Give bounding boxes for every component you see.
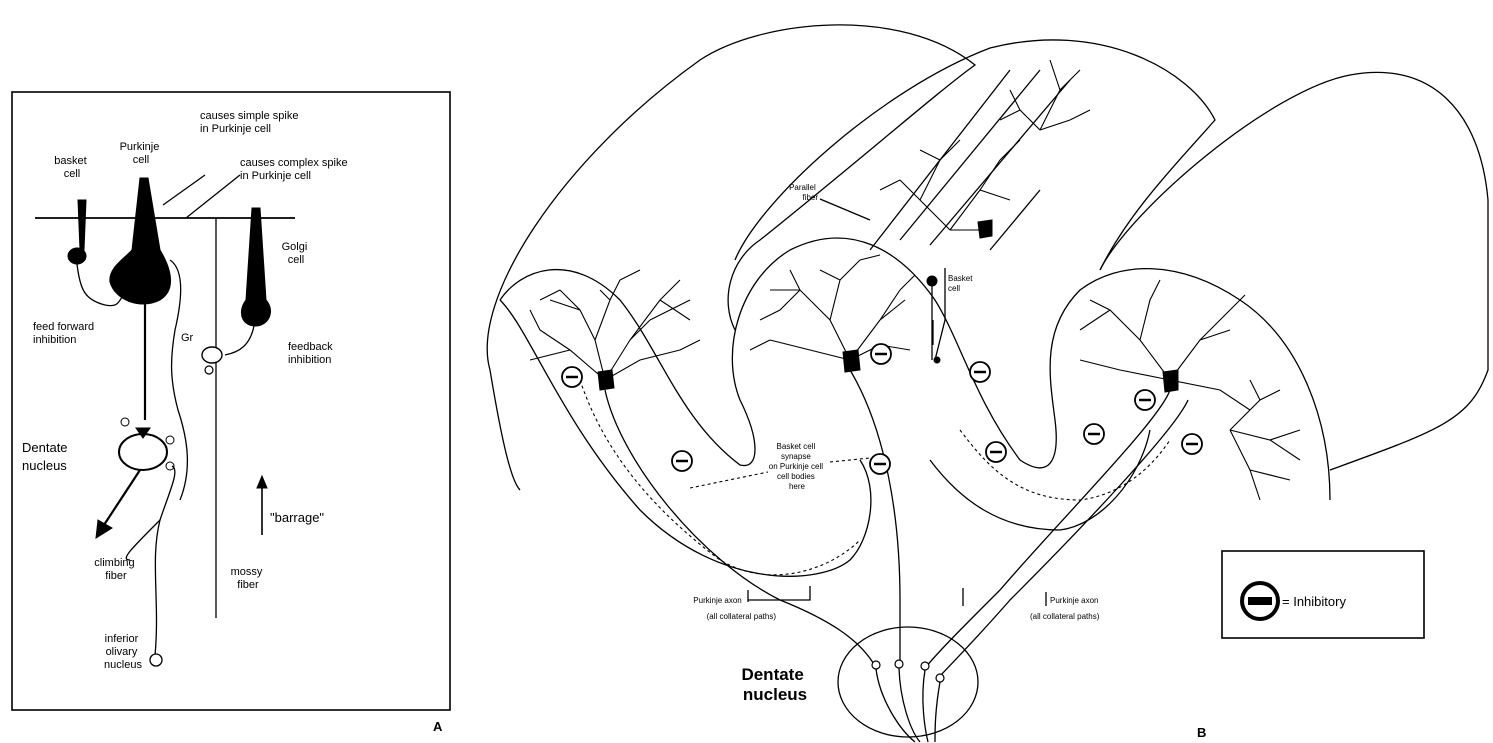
label-basket-synapse: Basket cell synapse on Purkinje cell cel… — [769, 442, 825, 491]
label-simple-spike: causes simple spike in Purkinje cell — [200, 110, 302, 135]
panel-a-letter: A — [433, 719, 443, 734]
inhibitory-icon — [871, 344, 891, 364]
label-parallel-fiber: Parallel fiber — [789, 183, 818, 202]
inferior-olive-soma — [150, 654, 162, 666]
barrage-arrow — [257, 476, 267, 535]
inhibitory-symbols — [562, 344, 1202, 474]
inhibitory-minus-icon — [1242, 583, 1278, 619]
parallel-fibers — [870, 70, 1070, 250]
label-basket-cell-b: Basket cell — [948, 274, 975, 293]
label-purkinje-cell-a: Purkinje cell — [120, 141, 163, 166]
inhibitory-icon — [986, 442, 1006, 462]
folium-outline-middle — [735, 40, 1215, 270]
purkinje-tree-left — [530, 270, 700, 390]
label-golgi-cell: Golgi cell — [282, 241, 311, 266]
label-mossy-fiber: mossy fiber — [231, 566, 266, 591]
label-basket-cell: basket cell — [54, 155, 89, 180]
dentate-nucleus-b — [838, 627, 978, 742]
legend: = Inhibitory — [1222, 551, 1424, 638]
label-gr: Gr — [181, 332, 194, 344]
folium-outline-left — [487, 25, 975, 370]
purkinje-tree-right — [1080, 280, 1300, 500]
golgi-cell — [225, 208, 271, 355]
inhibitory-icon — [870, 454, 890, 474]
panel-a-frame — [12, 92, 450, 710]
inhibitory-icon — [562, 367, 582, 387]
label-feed-forward: feed forward inhibition — [33, 321, 97, 346]
label-barrage: "barrage" — [270, 510, 324, 525]
panel-b-letter: B — [1197, 725, 1206, 740]
dentate-nucleus-a — [119, 418, 174, 470]
output-arrow — [96, 470, 140, 538]
legend-text: = Inhibitory — [1282, 594, 1346, 609]
label-dentate-a: Dentate nucleus — [22, 440, 71, 473]
label-right-axon: Purkinje axon (all collateral paths) — [1030, 596, 1101, 621]
purkinje-tree-back — [880, 60, 1090, 238]
panel-a: basket cell Purkinje cell causes simple … — [12, 92, 450, 734]
inhibitory-icon — [1182, 434, 1202, 454]
inhibitory-icon — [1084, 424, 1104, 444]
label-complex-spike: causes complex spike in Purkinje cell — [240, 157, 351, 182]
inhibitory-icon — [1135, 390, 1155, 410]
label-inferior-olivary: inferior olivary nucleus — [104, 633, 142, 671]
inhibitory-icon — [970, 362, 990, 382]
purkinje-axons — [605, 268, 1188, 676]
label-feedback: feedback inhibition — [288, 341, 336, 366]
label-dentate-b: Dentate nucleus — [741, 665, 808, 704]
granule-cell — [202, 347, 222, 374]
label-climbing-fiber: climbing fiber — [94, 557, 137, 582]
inhibitory-icon — [672, 451, 692, 471]
